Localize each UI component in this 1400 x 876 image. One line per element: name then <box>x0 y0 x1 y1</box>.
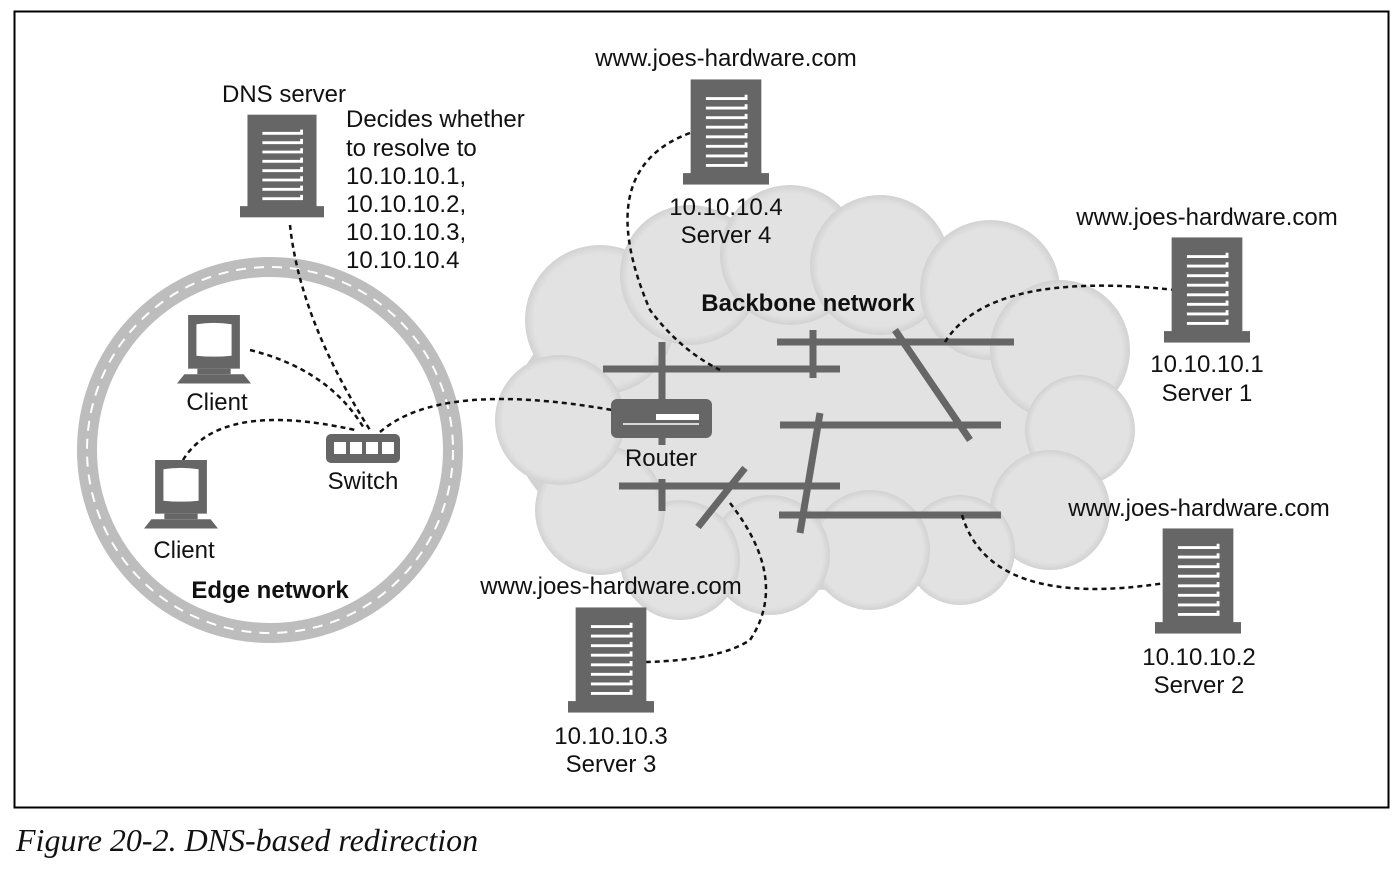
edge-network-label: Edge network <box>191 577 349 604</box>
server-ip: 10.10.10.1 <box>1150 351 1263 378</box>
note-line: 10.10.10.3, <box>346 219 466 246</box>
switch-icon[interactable] <box>326 434 400 463</box>
server-3: www.joes-hardware.com 10.10.10.3 Server … <box>479 573 741 778</box>
backbone-cloud <box>495 185 1135 620</box>
server-icon[interactable] <box>1155 526 1241 636</box>
server-hostname: www.joes-hardware.com <box>594 45 856 72</box>
client-label: Client <box>153 537 215 564</box>
note-line: Decides whether <box>346 106 525 133</box>
server-hostname: www.joes-hardware.com <box>1075 204 1337 231</box>
server-icon[interactable] <box>683 77 769 187</box>
server-4: www.joes-hardware.com 10.10.10.4 Server … <box>594 45 856 249</box>
client-computer-icon[interactable] <box>177 315 251 384</box>
dns-server-icon[interactable] <box>240 113 324 219</box>
server-1: www.joes-hardware.com 10.10.10.1 Server … <box>1075 204 1337 407</box>
figure-frame <box>13 10 1390 809</box>
client-label: Client <box>186 389 248 416</box>
server-2: www.joes-hardware.com 10.10.10.2 Server … <box>1067 495 1329 699</box>
note-line: 10.10.10.2, <box>346 191 466 218</box>
client2-to-switch-link <box>181 418 356 461</box>
server-name: Server 3 <box>566 751 657 778</box>
backbone-lines <box>603 328 1014 534</box>
server4-link <box>626 131 721 372</box>
server-hostname: www.joes-hardware.com <box>1067 495 1329 522</box>
server-ip: 10.10.10.3 <box>554 723 667 750</box>
backbone-segment <box>695 465 748 530</box>
server-icon[interactable] <box>568 605 654 715</box>
server1-link <box>943 284 1176 343</box>
server-name: Server 1 <box>1162 380 1253 407</box>
edge-network-ring <box>77 257 463 643</box>
server-ip: 10.10.10.4 <box>669 194 782 221</box>
server-hostname: www.joes-hardware.com <box>479 573 741 600</box>
switch-label: Switch <box>328 468 399 495</box>
server-ip: 10.10.10.2 <box>1142 644 1255 671</box>
backbone-network-label: Backbone network <box>701 290 915 317</box>
note-line: 10.10.10.4 <box>346 247 459 274</box>
connections <box>181 131 1176 664</box>
client1-to-switch-link <box>249 348 367 431</box>
note-line: to resolve to <box>346 135 477 162</box>
client-computer-icon[interactable] <box>144 460 218 529</box>
router-icon[interactable] <box>611 399 712 445</box>
server-icon[interactable] <box>1164 235 1250 345</box>
note-line: 10.10.10.1, <box>346 163 466 190</box>
server-name: Server 4 <box>681 222 772 249</box>
server3-link <box>645 502 768 664</box>
dns-decision-note: Decides whether to resolve to 10.10.10.1… <box>346 106 525 274</box>
figure-caption: Figure 20-2. DNS-based redirection <box>16 822 479 858</box>
server2-link <box>960 514 1166 591</box>
router-label: Router <box>625 445 697 472</box>
switch-to-router-link <box>379 397 613 433</box>
dns-server-label: DNS server <box>222 81 346 108</box>
server-name: Server 2 <box>1154 672 1245 699</box>
dns-to-switch-link <box>288 224 372 431</box>
